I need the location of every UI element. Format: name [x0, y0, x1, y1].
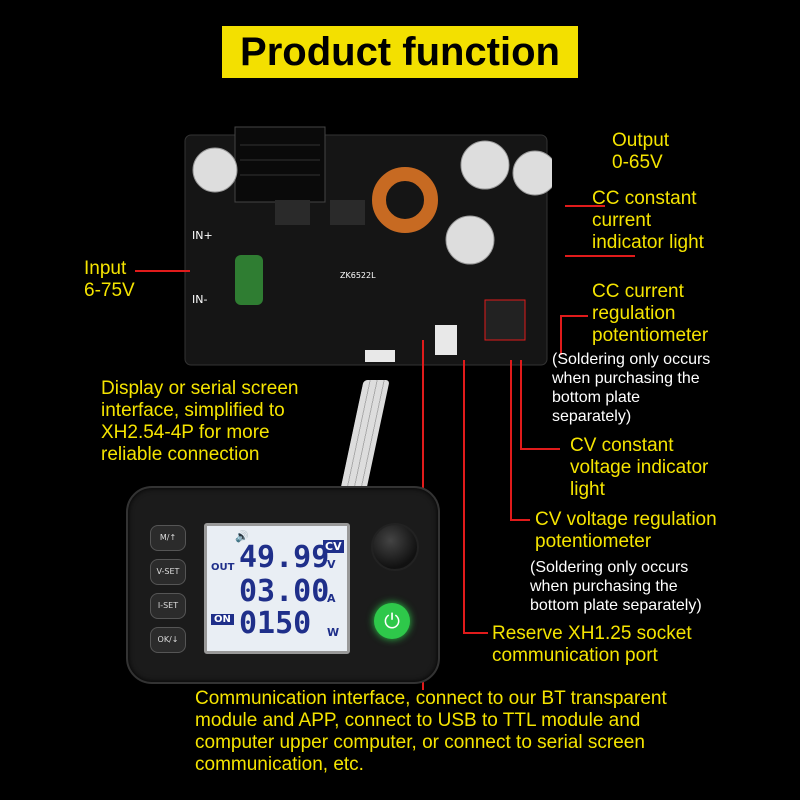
cc-pot-note: (Soldering only occurs when purchasing t…	[552, 351, 711, 425]
voltage-unit: V	[327, 558, 336, 571]
reserve-leader-h	[463, 632, 488, 634]
cc-pot-leader-v	[560, 315, 562, 355]
power-unit: W	[327, 626, 340, 639]
current-unit: A	[327, 592, 336, 605]
menu-up-button[interactable]: M/↑	[150, 525, 186, 551]
rotary-encoder-knob[interactable]	[371, 523, 419, 571]
output-label: Output 0-65V	[612, 130, 670, 173]
in-plus-label: IN+	[192, 229, 213, 242]
power-button-icon[interactable]: ⏻	[374, 603, 410, 639]
cc-light-leader	[565, 255, 635, 257]
output-leader	[565, 205, 605, 207]
ribbon-cable	[340, 380, 390, 490]
cv-pot-leader-h	[510, 519, 530, 521]
v-set-button[interactable]: V-SET	[150, 559, 186, 585]
cc-light-label: CC constant current indicator light	[592, 188, 704, 253]
ok-down-button[interactable]: OK/↓	[150, 627, 186, 653]
converter-board: IN+ IN- ZK6522L	[184, 126, 552, 366]
cv-pot-leader	[510, 360, 512, 520]
reserve-leader	[463, 360, 465, 633]
cv-pot-note: (Soldering only occurs when purchasing t…	[530, 559, 702, 614]
model-label: ZK6522L	[340, 271, 376, 280]
cv-light-leader	[520, 360, 522, 450]
on-badge: ON	[211, 614, 234, 625]
cv-pot-label: CV voltage regulation potentiometer	[535, 509, 717, 552]
current-readout: 03.00	[239, 574, 330, 609]
display-module: M/↑ V-SET I-SET OK/↓ 🔊 OUT 49.99 CV V 03…	[126, 486, 440, 684]
speaker-icon: 🔊	[235, 530, 249, 543]
voltage-readout: 49.99	[239, 540, 330, 575]
cc-pot-leader-h	[560, 315, 588, 317]
page-title: Product function	[222, 26, 578, 78]
display-interface-label: Display or serial screen interface, simp…	[101, 378, 299, 465]
cv-light-leader-h	[520, 448, 560, 450]
out-label: OUT	[211, 562, 235, 573]
cv-light-label: CV constant voltage indicator light	[570, 435, 709, 500]
comm-interface-label: Communication interface, connect to our …	[195, 688, 667, 775]
cc-pot-label: CC current regulation potentiometer	[592, 281, 709, 346]
mode-badge: CV	[323, 540, 344, 553]
reserve-port-label: Reserve XH1.25 socket communication port	[492, 623, 692, 666]
input-leader	[135, 270, 190, 272]
power-readout: 0150	[239, 606, 312, 641]
i-set-button[interactable]: I-SET	[150, 593, 186, 619]
lcd-screen: 🔊 OUT 49.99 CV V 03.00 A ON 0150 W	[204, 523, 350, 654]
input-label: Input 6-75V	[84, 258, 135, 301]
in-minus-label: IN-	[192, 293, 207, 306]
